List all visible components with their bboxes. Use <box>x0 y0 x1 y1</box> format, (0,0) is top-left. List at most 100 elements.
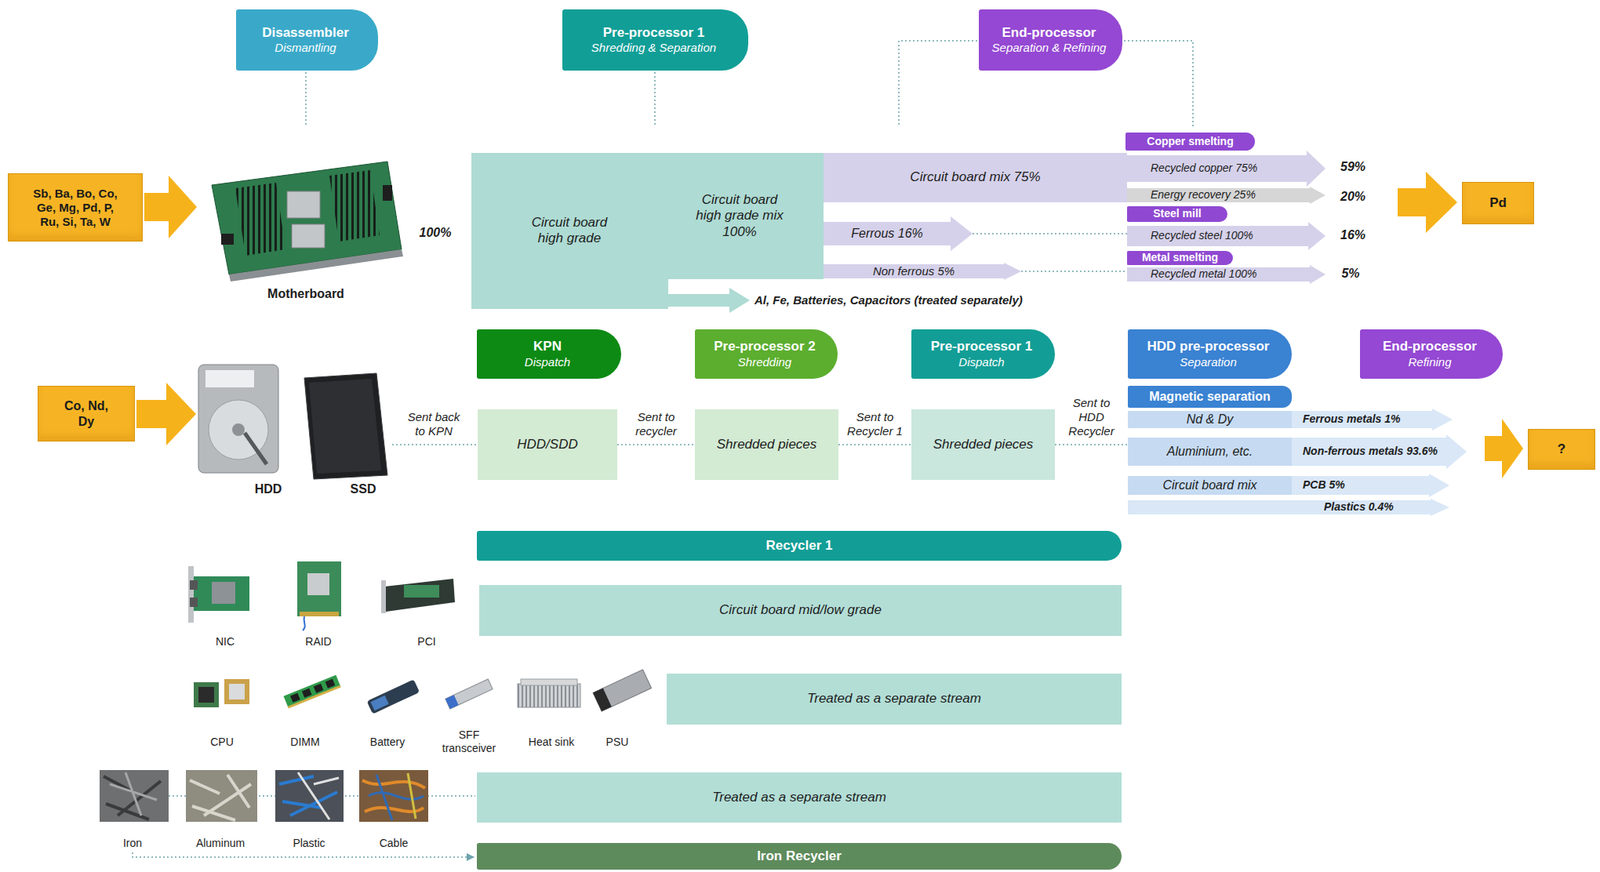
stage-tab: KPNDispatch <box>476 329 622 379</box>
flow-arrow: Ferrous 16% <box>823 216 973 251</box>
stage-tab: Pre-processor 1Shredding & Separation <box>562 9 749 71</box>
node-text: Steel mill <box>1152 207 1201 220</box>
node-text: Metal smelting <box>1141 251 1219 264</box>
node-text: Shredding & Separation <box>591 40 717 55</box>
flow-arrow: Recycled steel 100% <box>1127 221 1326 251</box>
node-text: Energy recovery 25% <box>1150 189 1256 201</box>
part-label: SFF transceiver <box>433 728 505 756</box>
part-label: RAID <box>305 635 331 649</box>
flow-connector <box>1054 443 1128 446</box>
node-text: End-processor <box>1002 25 1097 41</box>
material-box: Treated as a separate stream <box>476 772 1122 823</box>
aluminum-scrap <box>189 774 251 821</box>
node-text: HDD pre-processor <box>1147 338 1270 355</box>
element-callout: Pd <box>1461 181 1535 225</box>
node-text: Circuit board high grade mix 100% <box>690 192 790 240</box>
cpu-socket <box>291 224 325 248</box>
output-arrow <box>1484 418 1524 479</box>
node-text: Circuit board high grade <box>520 214 619 248</box>
flow-connector <box>1021 270 1128 273</box>
process-tab: Metal smelting <box>1127 250 1233 266</box>
aluminum-photo <box>185 770 258 822</box>
side-stream-arrow <box>668 287 750 313</box>
material-box: Circuit board high grade Circuit board hi… <box>471 152 824 310</box>
cpu-chip <box>193 682 219 708</box>
part-label: Cable <box>379 836 409 851</box>
node-text: Non ferrous 5% <box>872 265 955 279</box>
io-edge <box>229 249 404 282</box>
memory-slots <box>235 182 286 256</box>
node-text: Recycled metal 100% <box>1150 268 1257 280</box>
output-arrow: Circuit board mixPCB 5% <box>1127 473 1450 498</box>
shape-fill <box>1127 408 1453 431</box>
node-text: Pre-processor 1 <box>603 25 705 41</box>
part-label: HDD <box>254 481 283 497</box>
node-text: Recycled steel 100% <box>1150 229 1254 242</box>
part-label: 16% <box>1340 227 1366 243</box>
flow-connector <box>972 232 1128 235</box>
shape-fill <box>1127 150 1326 187</box>
node-text: Disassembler <box>261 25 350 41</box>
node-text: End-processor <box>1382 338 1477 355</box>
memory-slots <box>329 170 380 242</box>
input-arrow <box>144 175 197 239</box>
stage-tab: Pre-processor 2Shredding <box>694 329 838 379</box>
part-label: NIC <box>215 635 235 649</box>
element-callout: Sb, Ba, Bo, Co, Ge, Mg, Pd, P, Ru, Si, T… <box>7 173 143 242</box>
part-label: Battery <box>370 735 405 750</box>
stage-tab: End-processorRefining <box>1360 329 1503 379</box>
chip <box>221 233 234 245</box>
process-tab: Steel mill <box>1127 206 1228 222</box>
cable-scrap <box>407 773 416 819</box>
part-label: Motherboard <box>267 286 345 302</box>
flow-connector <box>617 443 695 446</box>
node-text: Refining <box>1407 355 1451 370</box>
node-text: Aluminium, etc. <box>1127 444 1292 459</box>
bracket-line <box>898 40 978 128</box>
shape-fill <box>1127 265 1326 284</box>
stage-tab: DisassemblerDismantling <box>236 9 379 71</box>
part-label: 100% <box>419 225 452 240</box>
output-arrow <box>1397 171 1458 233</box>
bracket-line <box>1123 40 1193 128</box>
raid-cable <box>302 616 306 631</box>
recycler-bar: Recycler 1 <box>476 530 1122 561</box>
iron-route <box>132 852 474 858</box>
process-tab: Magnetic separation <box>1127 385 1292 408</box>
part-label: Sent back to KPN <box>403 410 465 439</box>
node-text: Separation <box>1179 355 1237 370</box>
node-text: Ferrous metals 1% <box>1291 413 1401 426</box>
node-text: Circuit board mix 75% <box>909 169 1040 186</box>
element-callout: Co, Nd, Dy <box>37 385 135 442</box>
connector-label: Sent to recycler <box>622 410 690 439</box>
stage-tab: HDD pre-processorSeparation <box>1127 329 1292 379</box>
dimm-board <box>283 675 342 709</box>
dimm-contacts <box>287 685 342 710</box>
node-text: PCB 5% <box>1291 479 1346 491</box>
shape-fill <box>1127 221 1326 251</box>
raid-contacts <box>299 611 339 617</box>
plastic-scrap <box>298 772 339 820</box>
part-label: PCI <box>417 635 436 649</box>
flow-arrow: Energy recovery 25% <box>1127 186 1326 204</box>
node-text: Iron Recycler <box>756 848 842 865</box>
node-text: Sb, Ba, Bo, Co, Ge, Mg, Pd, P, Ru, Si, T… <box>25 186 125 230</box>
hdd-arm <box>244 432 267 465</box>
node-text: Dispatch <box>958 355 1004 370</box>
input-cell <box>1127 476 1292 495</box>
pci-bracket <box>381 580 386 614</box>
ssd-case <box>304 373 388 480</box>
sff-body <box>445 679 493 710</box>
node-text: HDD/SDD <box>516 436 578 453</box>
sff-latch <box>445 694 459 710</box>
node-text: Dismantling <box>274 40 336 55</box>
nic-board <box>193 576 250 611</box>
node-text: Shredded pieces <box>933 436 1034 453</box>
nic-bracket <box>188 566 194 623</box>
output-arrow: Nd & DyFerrous metals 1% <box>1127 408 1453 431</box>
node-text: Plastics 0.4% <box>1127 501 1394 513</box>
raid-board <box>297 561 342 617</box>
material-box: Circuit board mid/low grade <box>479 585 1122 637</box>
heatsink-top <box>520 679 578 686</box>
